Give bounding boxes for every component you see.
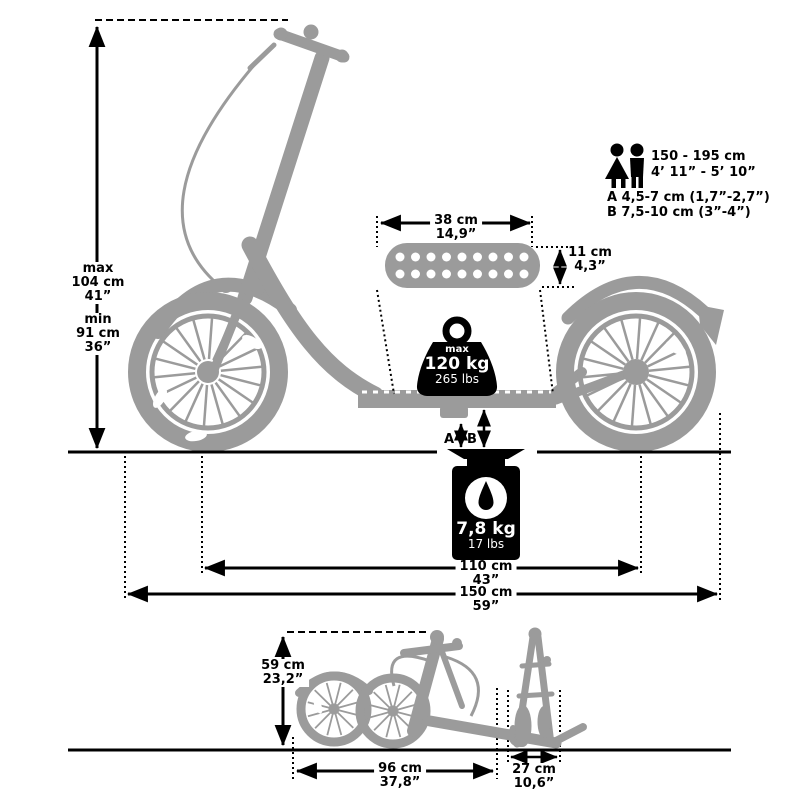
brake-lever — [247, 42, 277, 71]
scale-icon — [447, 449, 525, 560]
bell — [303, 24, 319, 40]
deck-top-view — [385, 243, 540, 288]
handlebar-min-height-label: min 91 cm 36” — [72, 313, 124, 355]
deck-width-label: 11 cm 4,3” — [568, 245, 612, 274]
handlebar — [247, 24, 350, 71]
weight-icon — [416, 316, 498, 396]
handlebar-max-height-label: max 104 cm 41” — [67, 262, 129, 304]
folded-length-label: 96 cm 37,8” — [374, 762, 426, 790]
folded-scooter-front — [508, 627, 555, 748]
rider-height-label: 150 - 195 cm 4’ 11” - 5’ 10” — [651, 149, 756, 180]
folded-scooter-side — [295, 630, 587, 749]
clearance-legend: A 4,5-7 cm (1,7”-2,7”) B 7,5-10 cm (3”-4… — [607, 190, 770, 220]
front-wheel — [128, 292, 288, 452]
folded-front-wheel — [296, 671, 372, 747]
clearance-b-marker: B — [467, 432, 477, 447]
man-icon — [630, 143, 644, 188]
frame-downtube — [241, 236, 384, 404]
folded-width-label: 27 cm 10,6” — [508, 763, 560, 791]
extension-lines — [95, 19, 721, 779]
rear-fender — [561, 276, 711, 325]
scooter-weight-label: 7,8 kg 17 lbs — [456, 519, 516, 551]
deck — [358, 390, 556, 408]
deck-grip-dots — [395, 252, 529, 279]
wheelbase-label: 110 cm 43” — [455, 560, 517, 588]
scooter-silhouette — [128, 24, 724, 452]
folded-height-label: 59 cm 23,2” — [257, 659, 309, 687]
deck-underside-joint — [440, 406, 468, 418]
total-length-label: 150 cm 59” — [455, 586, 517, 614]
woman-icon — [605, 143, 629, 188]
rear-mudflap — [698, 305, 724, 345]
clearance-a-marker: A — [443, 432, 455, 447]
scale-needle — [478, 481, 494, 510]
rear-wheel — [556, 292, 716, 452]
max-load-label: max 120 kg 265 lbs — [424, 344, 490, 386]
brake-cable — [180, 55, 264, 290]
deck-length-label: 38 cm 14,9” — [430, 214, 482, 242]
